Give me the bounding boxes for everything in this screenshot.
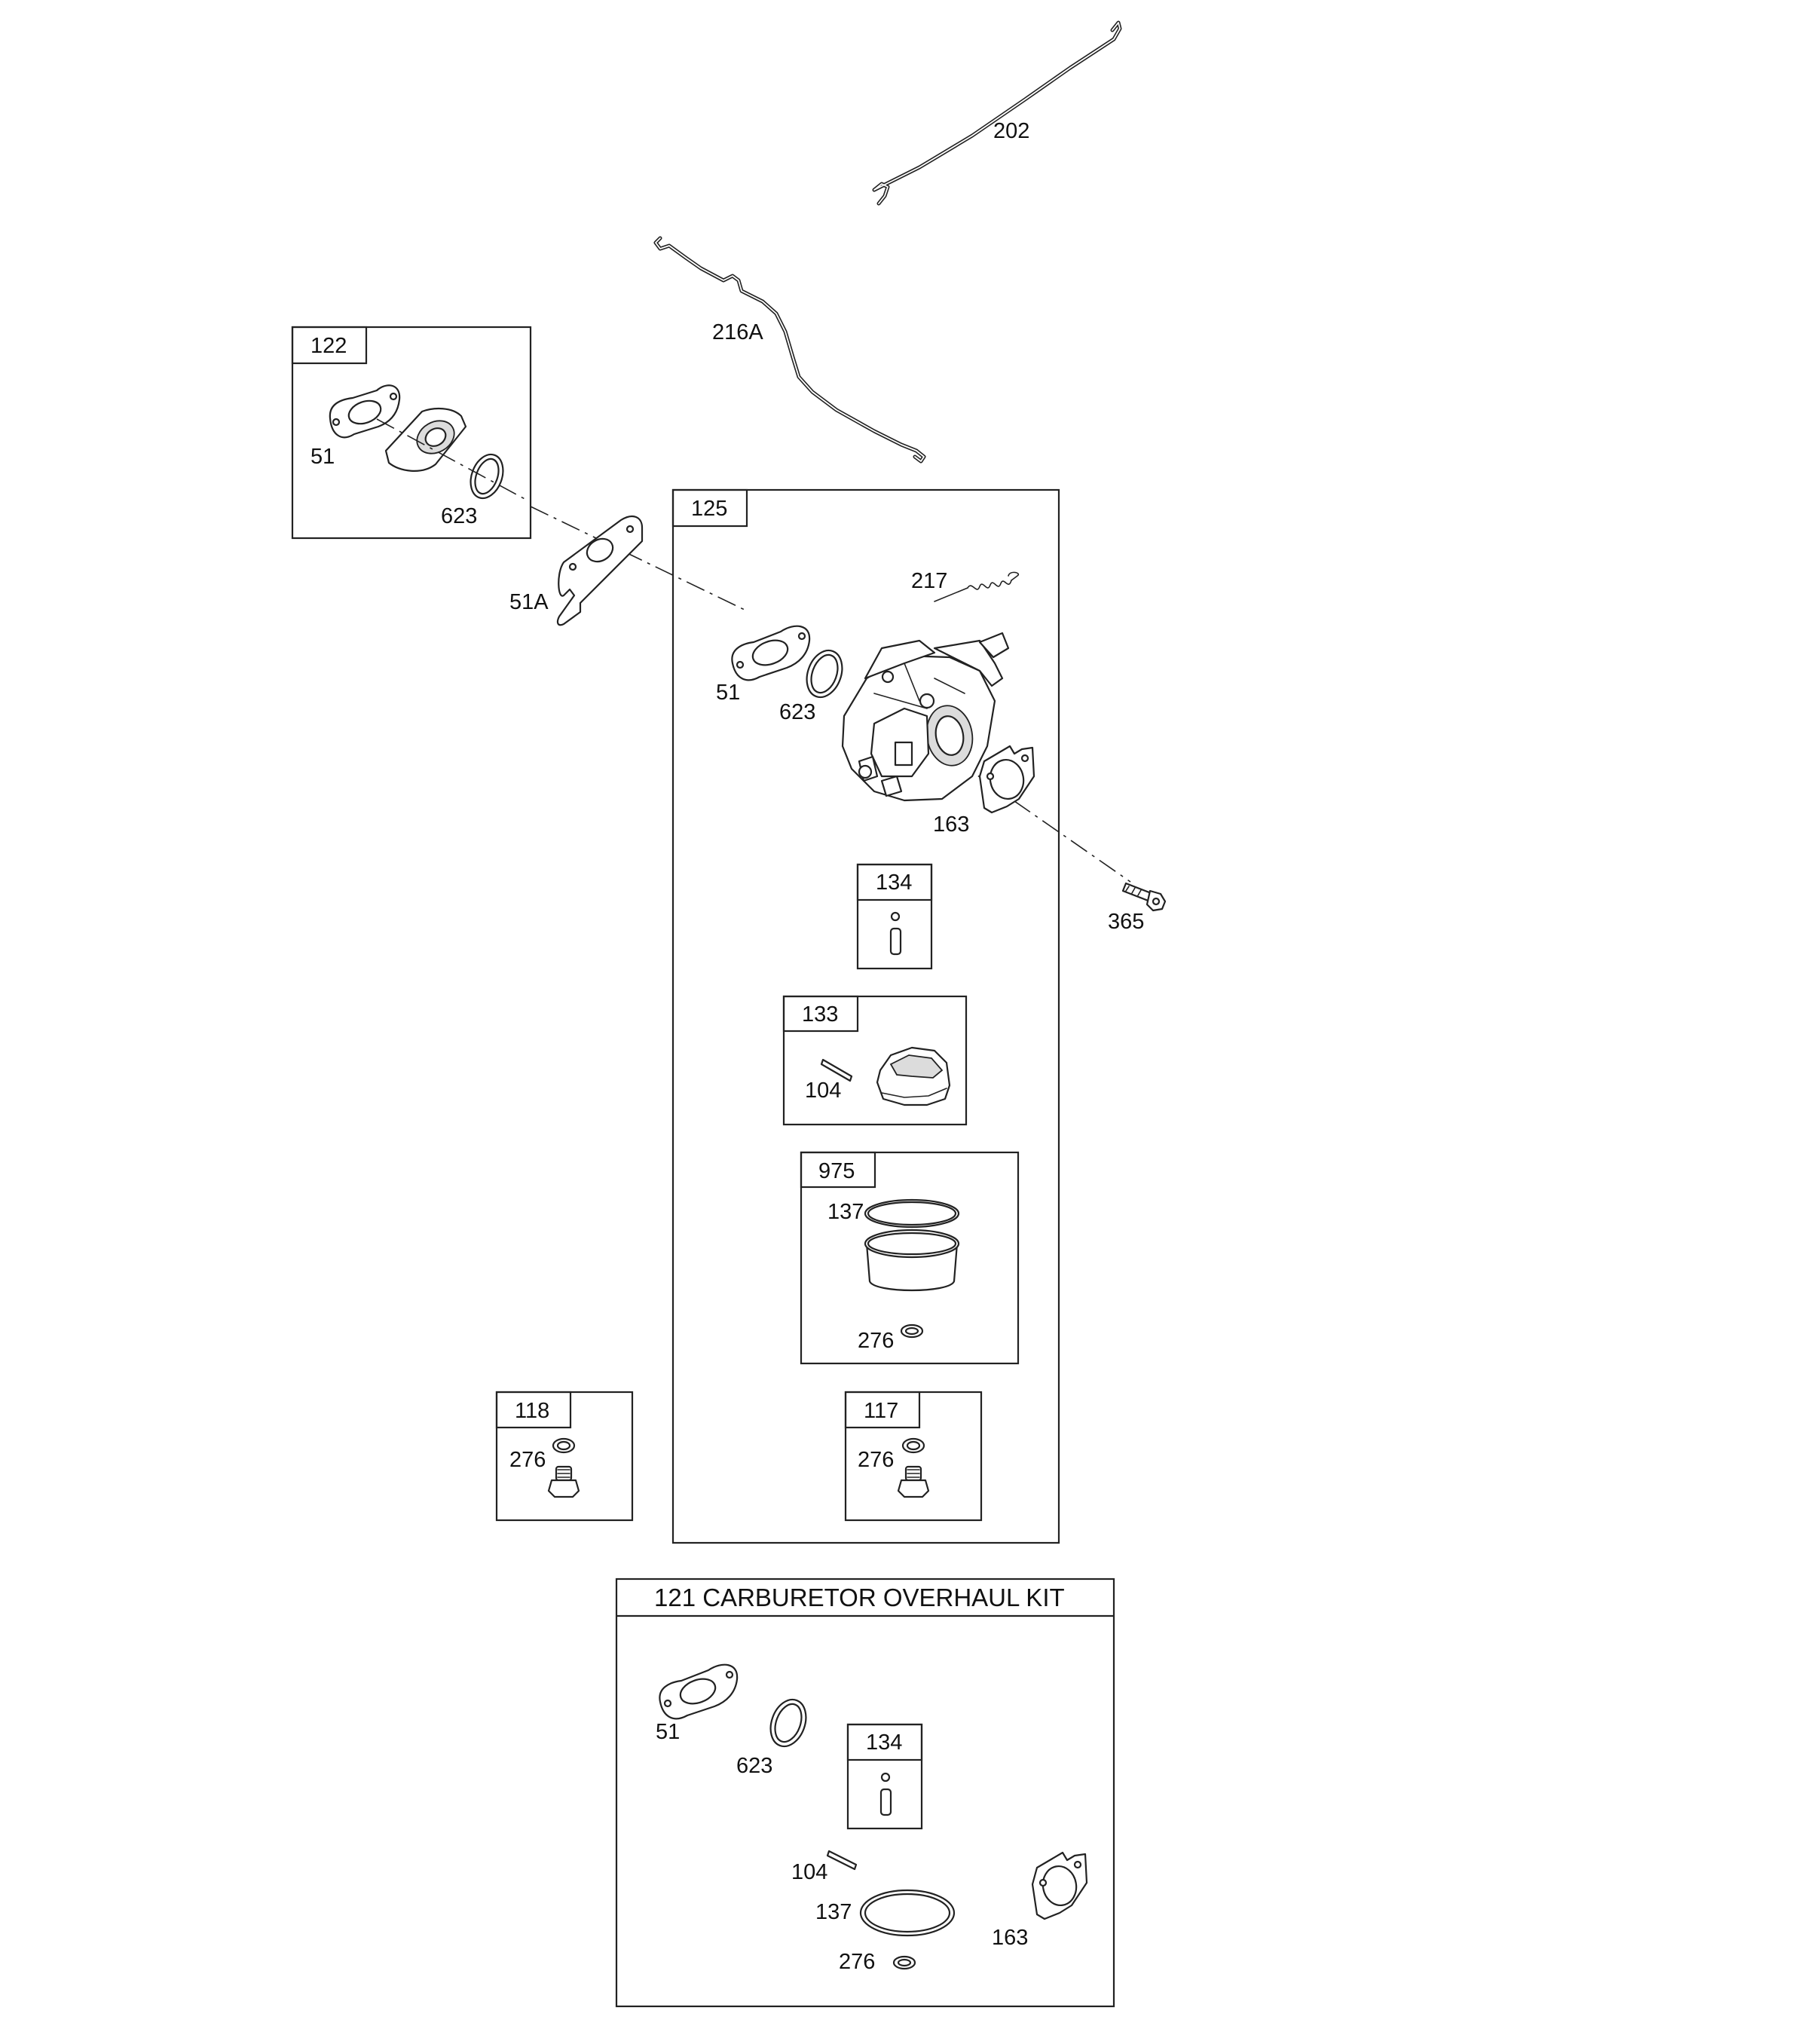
- label-276-k118: 276: [509, 1448, 546, 1472]
- label-623-carb: 623: [779, 700, 815, 724]
- label-104-kit: 104: [791, 1860, 827, 1884]
- label-276-k117: 276: [858, 1448, 894, 1472]
- part-104-kit-pin: [826, 1850, 858, 1871]
- kit-134: 134: [856, 863, 933, 970]
- part-216a-rod: [653, 236, 926, 464]
- kit-134-kit-number: 134: [866, 1731, 902, 1755]
- label-216a: 216A: [712, 320, 763, 344]
- part-202-rod: [872, 20, 1122, 206]
- label-623-k122: 623: [441, 504, 477, 528]
- label-51-k122: 51: [310, 445, 335, 469]
- kit-125: 125 217 51 623: [671, 488, 1060, 1544]
- label-217: 217: [911, 569, 947, 593]
- label-276-kit: 276: [839, 1950, 875, 1974]
- label-137-kit: 137: [815, 1900, 852, 1924]
- part-bowl-nut-118: [547, 1465, 580, 1498]
- part-217-spring: [934, 571, 1020, 602]
- part-inlet-needle: [889, 927, 902, 956]
- label-51-carb: 51: [716, 681, 740, 705]
- label-623-kit: 623: [736, 1754, 772, 1778]
- part-104-pin: [820, 1058, 853, 1082]
- label-137-k975: 137: [827, 1200, 864, 1224]
- kit-122-number: 122: [310, 334, 347, 358]
- kit-121-overhaul: 121 CARBURETOR OVERHAUL KIT 51 623 134 1…: [615, 1578, 1115, 2008]
- kit-134-in-121: 134: [846, 1723, 923, 1830]
- kit-118: 118 276: [495, 1391, 634, 1522]
- label-51-kit: 51: [656, 1720, 680, 1744]
- kit-122: 122 51 623: [291, 326, 532, 540]
- part-bowl-nut: [897, 1465, 930, 1498]
- part-carburetor: [841, 632, 1010, 802]
- label-163-kit: 163: [992, 1926, 1028, 1950]
- kit-117: 117 276: [844, 1391, 983, 1522]
- part-365-bolt: [1121, 882, 1167, 912]
- label-51a: 51A: [509, 590, 549, 614]
- label-365: 365: [1108, 910, 1144, 934]
- kit-975: 975 137 276: [800, 1151, 1020, 1365]
- kit-125-number: 125: [691, 497, 727, 521]
- part-137-bowl: [864, 1198, 960, 1292]
- label-202: 202: [993, 119, 1029, 143]
- kit-121-title: 121 CARBURETOR OVERHAUL KIT: [654, 1584, 1065, 1611]
- kit-975-number: 975: [818, 1159, 855, 1183]
- kit-134-number: 134: [876, 871, 912, 895]
- label-163-carb: 163: [933, 812, 969, 837]
- kit-133: 133 104: [782, 995, 968, 1126]
- kit-118-number: 118: [515, 1399, 549, 1423]
- kit-117-number: 117: [864, 1399, 898, 1423]
- kit-133-number: 133: [802, 1002, 838, 1027]
- part-51a-plate: [556, 515, 644, 626]
- label-276-k975: 276: [858, 1329, 894, 1353]
- label-104-k133: 104: [805, 1079, 841, 1103]
- part-float: [876, 1046, 951, 1106]
